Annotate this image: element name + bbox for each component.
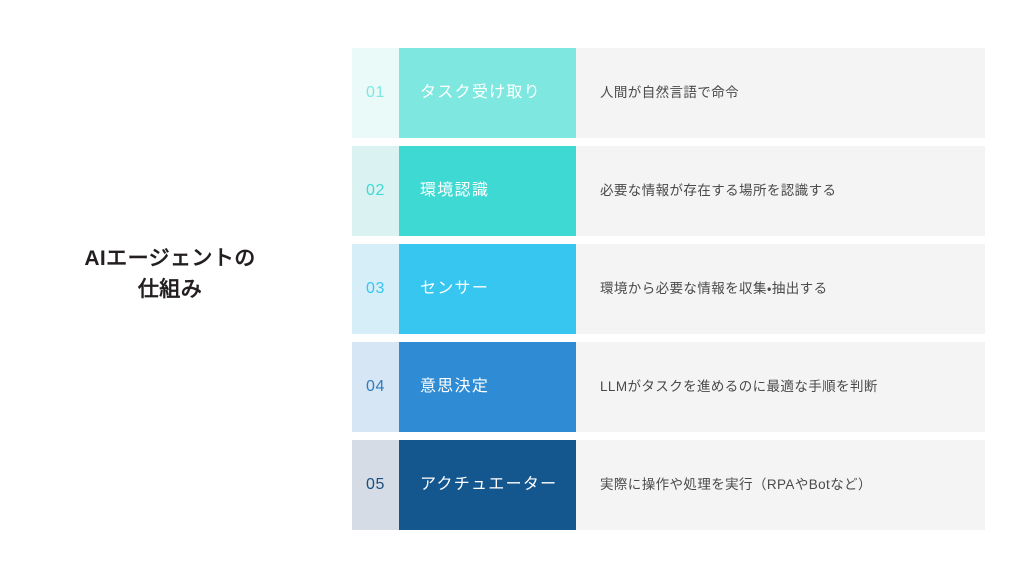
step-label-05: アクチュエーター [399, 440, 576, 530]
list-item: 02 環境認識 必要な情報が存在する場所を認識する [352, 146, 985, 236]
list-item: 01 タスク受け取り 人間が自然言語で命令 [352, 48, 985, 138]
page-title-line-2: 仕組み [137, 278, 203, 302]
step-description-03: 環境から必要な情報を収集・抽出する [600, 280, 828, 296]
step-number-05: 05 [352, 440, 399, 530]
step-number-02: 02 [352, 146, 399, 236]
step-label-02: 環境認識 [399, 146, 576, 236]
list-item: 04 意思決定 LLMがタスクを進めるのに最適な手順を判断 [352, 342, 985, 432]
step-label-04: 意思決定 [399, 342, 576, 432]
list-item: 03 センサー 環境から必要な情報を収集・抽出する [352, 244, 985, 334]
page-title: AIエージェントの 仕組み [0, 243, 340, 305]
step-label-01: タスク受け取り [399, 48, 576, 138]
steps-list: 01 タスク受け取り 人間が自然言語で命令 02 環境認識 必要な情報が存在する… [352, 48, 985, 530]
step-description-01: 人間が自然言語で命令 [600, 84, 740, 100]
list-item: 05 アクチュエーター 実際に操作や処理を実行（RPAやBotなど） [352, 440, 985, 530]
step-description-04: LLMがタスクを進めるのに最適な手順を判断 [600, 378, 878, 394]
step-label-03: センサー [399, 244, 576, 334]
step-description-05: 実際に操作や処理を実行（RPAやBotなど） [600, 476, 872, 492]
step-number-03: 03 [352, 244, 399, 334]
page-title-line-1: AIエージェントの [84, 247, 256, 270]
step-number-04: 04 [352, 342, 399, 432]
step-description-02: 必要な情報が存在する場所を認識する [600, 182, 837, 198]
step-number-01: 01 [352, 48, 399, 138]
